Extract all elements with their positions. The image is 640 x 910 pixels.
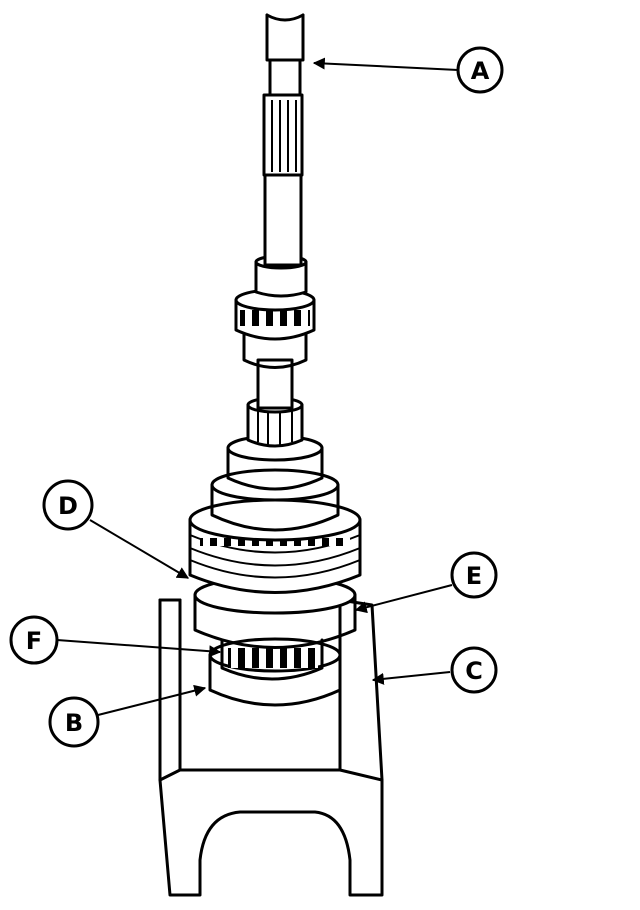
callout-label: F xyxy=(26,627,42,655)
callout-f: F xyxy=(9,615,59,665)
callout-e: E xyxy=(450,551,498,599)
callout-label: C xyxy=(465,657,483,685)
synchro-assembly xyxy=(188,498,362,594)
callout-d: D xyxy=(42,479,94,531)
lower-bearing xyxy=(220,638,324,681)
mid-gear xyxy=(210,468,340,532)
callout-label: A xyxy=(471,57,490,85)
callout-b: B xyxy=(48,696,100,748)
leader-lines xyxy=(56,57,459,716)
callout-a: A xyxy=(456,46,504,94)
upper-bearing xyxy=(234,288,316,369)
main-shaft xyxy=(262,13,305,267)
callout-c: C xyxy=(450,646,498,694)
support-stand xyxy=(158,598,384,897)
callout-label: D xyxy=(58,492,78,520)
callout-label: B xyxy=(65,709,83,737)
callout-label: E xyxy=(466,562,482,590)
